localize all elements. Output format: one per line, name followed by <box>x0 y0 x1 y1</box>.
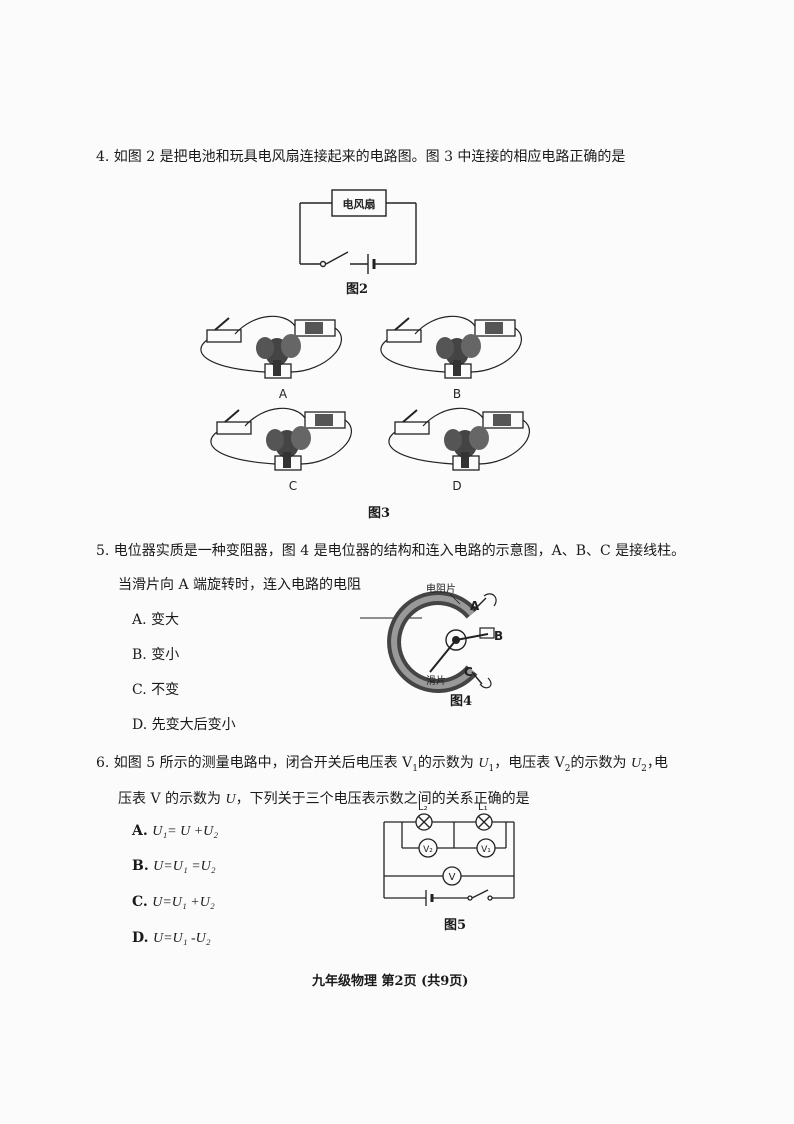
voltmeter-v1 <box>476 838 496 858</box>
circuit-option-b <box>379 315 523 379</box>
lamp-l2-label: L₂ <box>418 802 428 813</box>
figure-5-circuit: L₂ L₁ V₂ V₁ V <box>383 802 515 906</box>
terminal-b-label: B <box>494 629 503 643</box>
voltmeter-v-label: V <box>449 872 456 883</box>
question-6-line2: 压表 V 的示数为 U，下列关于三个电压表示数之间的关系正确的是 <box>118 791 530 807</box>
fan-label: 电风扇 <box>343 197 376 211</box>
q6-option-c: C. U=U₁ +U₂ <box>132 894 215 910</box>
figure-2-circuit: 电风扇 <box>299 189 417 274</box>
question-4-text: 4. 如图 2 是把电池和玩具电风扇连接起来的电路图。图 3 中连接的相应电路正… <box>96 149 626 165</box>
voltmeter-v2-label: V₂ <box>423 845 433 855</box>
terminal-c-label: C <box>464 665 473 679</box>
figure-4-potentiometer: 电阻片 A B C 滑片 <box>360 582 503 693</box>
circuit-label-b: B <box>453 387 461 401</box>
circuit-option-a <box>199 315 343 379</box>
lamp-l1-label: L₁ <box>478 802 488 813</box>
q5-option-c: C. 不变 <box>132 682 180 698</box>
voltmeter-v <box>442 866 462 886</box>
question-5-line1: 5. 电位器实质是一种变阻器，图 4 是电位器的结构和连入电路的示意图，A、B、… <box>96 543 686 559</box>
circuit-label-a: A <box>279 387 288 401</box>
question-6-line1-tail: 电 <box>654 755 668 771</box>
question-6-line1: 6. 如图 5 所示的测量电路中，闭合开关后电压表 V1的示数为 U1，电压表 … <box>96 755 661 774</box>
q5-option-d: D. 先变大后变小 <box>132 717 236 733</box>
q5-option-a: A. 变大 <box>132 612 180 628</box>
figure-5-label: 图5 <box>444 918 467 933</box>
question-5-line2: 当滑片向 A 端旋转时，连入电路的电阻 <box>118 577 362 593</box>
circuit-option-c <box>209 407 353 471</box>
page-footer: 九年级物理 第2页 (共9页) <box>312 974 469 989</box>
figure-2-label: 图2 <box>346 282 369 297</box>
label-slider: 滑片 <box>426 674 446 687</box>
circuit-option-d <box>387 407 531 471</box>
label-resistor-strip: 电阻片 <box>426 582 456 595</box>
circuit-label-d: D <box>452 479 461 493</box>
q6-option-b: B. U=U₁ =U₂ <box>132 858 216 874</box>
figure-3-label: 图3 <box>368 506 391 521</box>
circuit-label-c: C <box>289 479 297 493</box>
q6-option-a: A. U₁= U +U₂ <box>132 823 219 839</box>
figure-4-label: 图4 <box>450 694 473 709</box>
terminal-a-label: A <box>470 599 480 613</box>
q6-option-d: D. U=U₁ -U₂ <box>132 930 211 946</box>
figure-3-circuits: A B C D <box>199 315 531 493</box>
voltmeter-v2 <box>418 838 438 858</box>
q5-option-b: B. 变小 <box>132 647 180 663</box>
voltmeter-v1-label: V₁ <box>481 845 491 855</box>
